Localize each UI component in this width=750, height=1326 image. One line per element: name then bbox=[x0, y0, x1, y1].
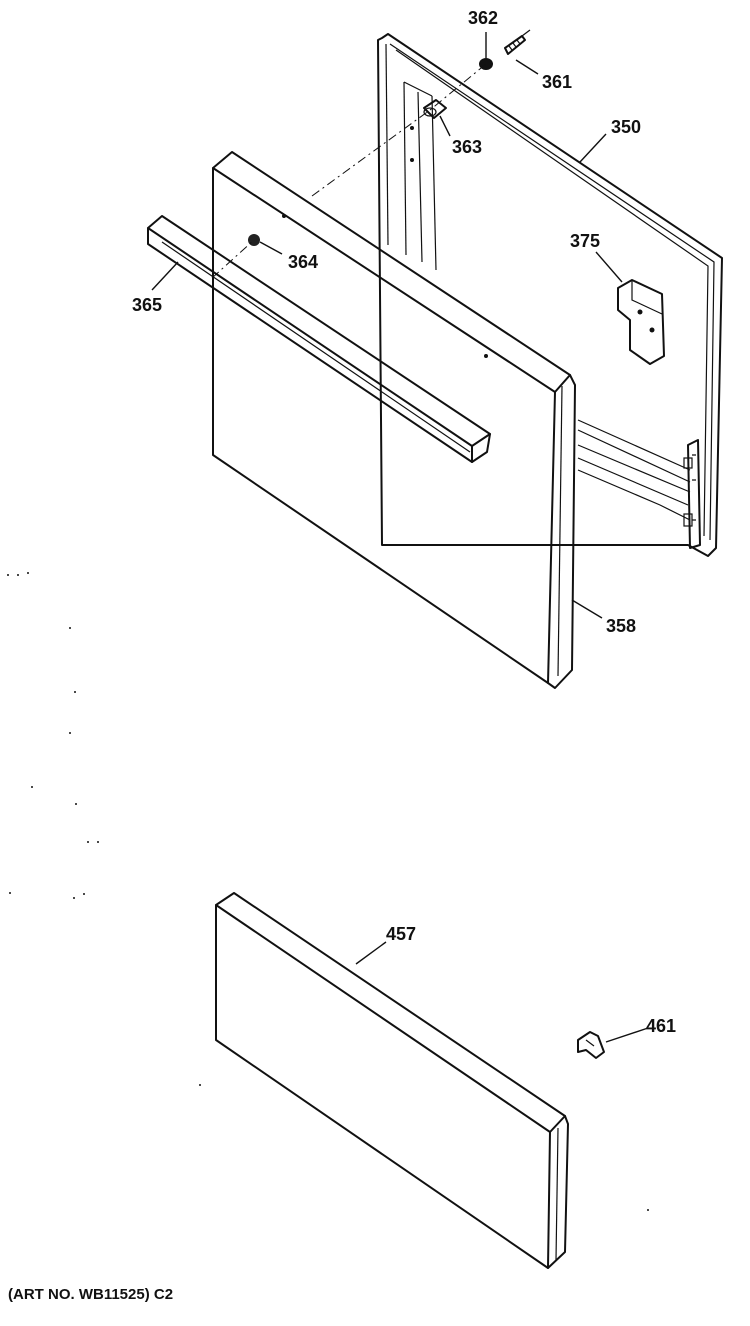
screw-part bbox=[504, 29, 531, 55]
handle-cap-part bbox=[248, 234, 260, 246]
spacer-part bbox=[423, 99, 447, 119]
outer-door-panel bbox=[212, 151, 576, 689]
label-350: 350 bbox=[611, 117, 641, 137]
leader-lines bbox=[151, 32, 649, 1043]
label-363: 363 bbox=[452, 137, 482, 157]
drawer-clip-part bbox=[577, 1031, 605, 1059]
label-358: 358 bbox=[606, 616, 636, 636]
label-461: 461 bbox=[646, 1016, 676, 1036]
scan-specks bbox=[7, 572, 649, 1211]
door-handle-bar bbox=[147, 215, 491, 463]
label-361: 361 bbox=[542, 72, 572, 92]
label-364: 364 bbox=[288, 252, 318, 272]
label-375: 375 bbox=[570, 231, 600, 251]
assembly-centerline bbox=[311, 63, 487, 197]
label-365: 365 bbox=[132, 295, 162, 315]
label-362: 362 bbox=[468, 8, 498, 28]
art-number: (ART NO. WB11525) C2 bbox=[8, 1286, 173, 1303]
drawer-front-panel bbox=[215, 892, 569, 1269]
label-457: 457 bbox=[386, 924, 416, 944]
hinge-block-part bbox=[617, 279, 665, 365]
inner-door-panel bbox=[377, 33, 723, 557]
